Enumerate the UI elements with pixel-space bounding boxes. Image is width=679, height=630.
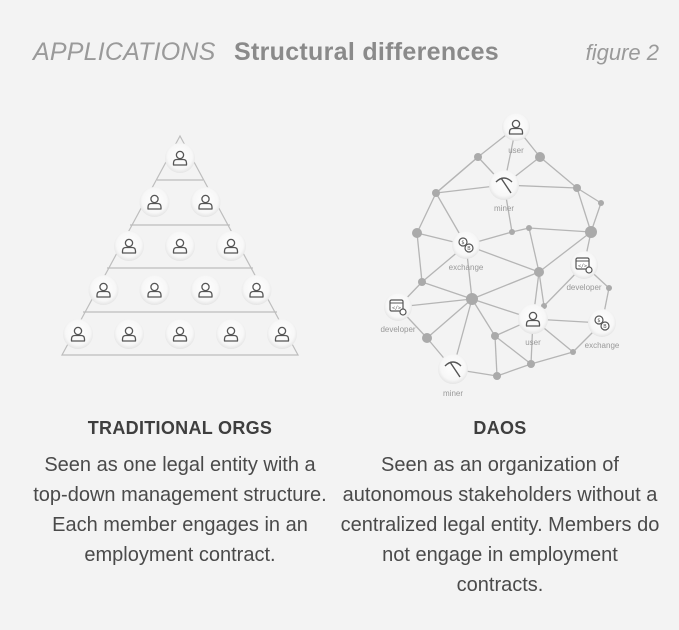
member-node: [63, 319, 93, 349]
network-edge: [416, 192, 437, 234]
network-junction: [493, 372, 501, 380]
category-label: APPLICATIONS: [33, 38, 216, 66]
daos-description: Seen as an organization of autonomous st…: [340, 454, 660, 596]
pyramid-members: [63, 143, 297, 349]
network-junction: [422, 333, 432, 343]
daos-title: DAOS: [473, 418, 527, 438]
dao-node-exchange-right: exchange: [585, 309, 620, 350]
member-node: [190, 187, 221, 217]
network-junction: [573, 184, 581, 192]
member-node: [165, 319, 195, 349]
dao-node-user-top: user: [502, 113, 530, 155]
node-label: user: [525, 338, 541, 347]
network-junction: [474, 153, 482, 161]
dao-node-developer-left: developer: [380, 293, 416, 334]
node-label: developer: [566, 283, 601, 292]
figure-title: Structural differences: [234, 38, 500, 66]
network-edge: [471, 271, 540, 300]
network-junction: [570, 349, 576, 355]
network-junction: [598, 200, 604, 206]
member-node: [88, 275, 119, 305]
network-edge: [528, 227, 592, 233]
member-node: [114, 319, 144, 349]
network-edge: [576, 187, 592, 233]
network-edge: [528, 227, 540, 273]
network-junction: [535, 152, 545, 162]
member-node: [216, 231, 246, 261]
dao-node-miner-bottom: miner: [438, 354, 468, 398]
member-node: [165, 143, 195, 173]
member-node: [190, 275, 221, 305]
dao-node-developer-right: developer: [566, 251, 602, 292]
member-node: [216, 319, 246, 349]
network-edge: [530, 351, 574, 365]
member-node: [139, 187, 170, 217]
node-label: developer: [380, 325, 415, 334]
network-junction: [466, 293, 478, 305]
network-junction: [526, 225, 532, 231]
node-label: exchange: [449, 263, 484, 272]
dao-node-exchange-left: exchange: [449, 231, 484, 272]
network-edge: [539, 156, 578, 189]
member-node: [165, 231, 195, 261]
dao-node-miner-top: miner: [489, 170, 519, 213]
member-node: [267, 319, 297, 349]
network-junction: [509, 229, 515, 235]
network-junction: [606, 285, 612, 291]
network-edge: [576, 187, 602, 204]
network-junction: [534, 267, 544, 277]
network-edge: [538, 271, 545, 307]
node-label: miner: [443, 389, 463, 398]
network-junction: [585, 226, 597, 238]
network-edge: [471, 298, 496, 337]
traditional-orgs-description: Seen as one legal entity with a top-down…: [33, 454, 327, 566]
dao-node-user-bottom: user: [518, 304, 548, 347]
network-junction: [432, 189, 440, 197]
figure-number: figure 2: [585, 40, 659, 65]
structure-diagram: $ B </> user miner exchange developer: [60, 113, 620, 398]
network-edge: [426, 298, 473, 339]
member-node: [114, 231, 144, 261]
dao-network-junctions: [412, 152, 612, 380]
network-edge: [538, 231, 592, 273]
node-label: user: [508, 146, 524, 155]
node-label: exchange: [585, 341, 620, 350]
member-node: [139, 275, 170, 305]
network-edge: [494, 335, 498, 377]
network-edge: [416, 232, 423, 283]
member-node: [241, 275, 272, 305]
network-edge: [435, 156, 479, 194]
network-junction: [527, 360, 535, 368]
traditional-orgs-title: TRADITIONAL ORGS: [87, 418, 273, 438]
node-label: miner: [494, 204, 514, 213]
figure-header: APPLICATIONS Structural differences figu…: [0, 0, 679, 80]
network-edge: [494, 335, 532, 365]
network-junction: [418, 278, 426, 286]
network-edge: [421, 281, 473, 300]
network-junction: [491, 332, 499, 340]
network-edge: [496, 363, 532, 377]
network-junction: [412, 228, 422, 238]
